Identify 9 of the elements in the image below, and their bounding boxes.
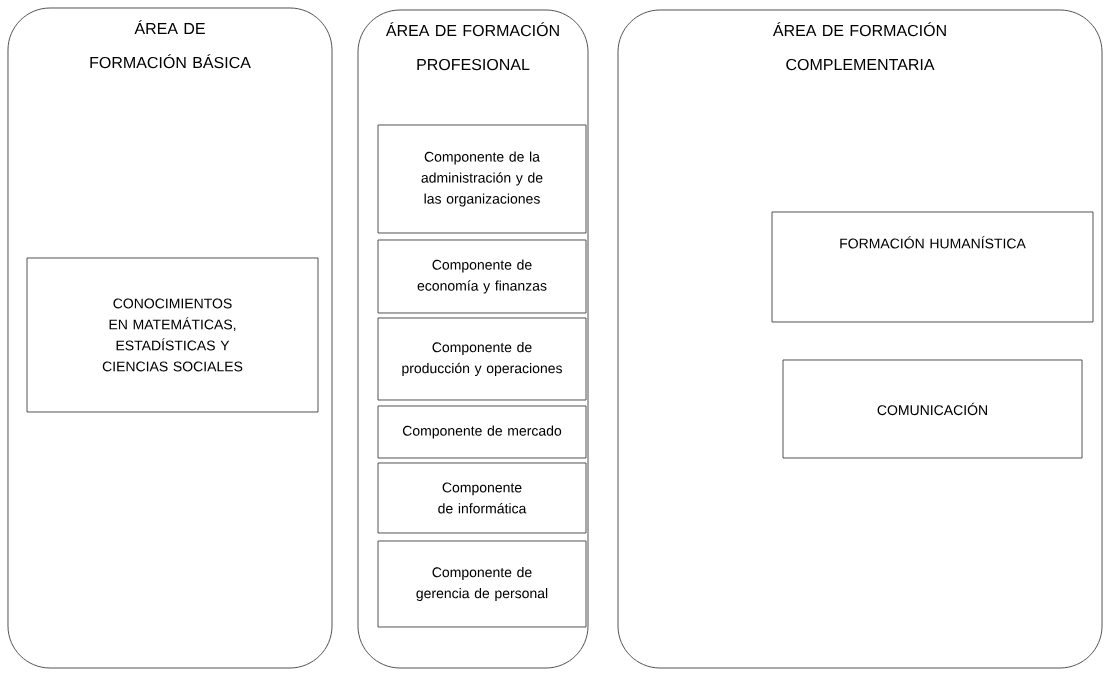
component-box: Componente de producción y operaciones xyxy=(377,317,587,401)
component-box: Componente de mercado xyxy=(377,405,587,459)
component-box: CONOCIMIENTOS EN MATEMÁTICAS, ESTADÍSTICAS Y CIENCIAS SOCIALES xyxy=(26,257,319,413)
component-box: FORMACIÓN HUMANÍSTICA xyxy=(771,211,1094,323)
component-box: Componente de la administración y de las organizaciones xyxy=(377,124,587,234)
component-box: Componente de informática xyxy=(377,462,587,534)
component-box: COMUNICACIÓN xyxy=(782,359,1083,459)
component-box: Componente de gerencia de personal xyxy=(377,540,587,628)
component-box: Componente de economía y finanzas xyxy=(377,239,587,314)
